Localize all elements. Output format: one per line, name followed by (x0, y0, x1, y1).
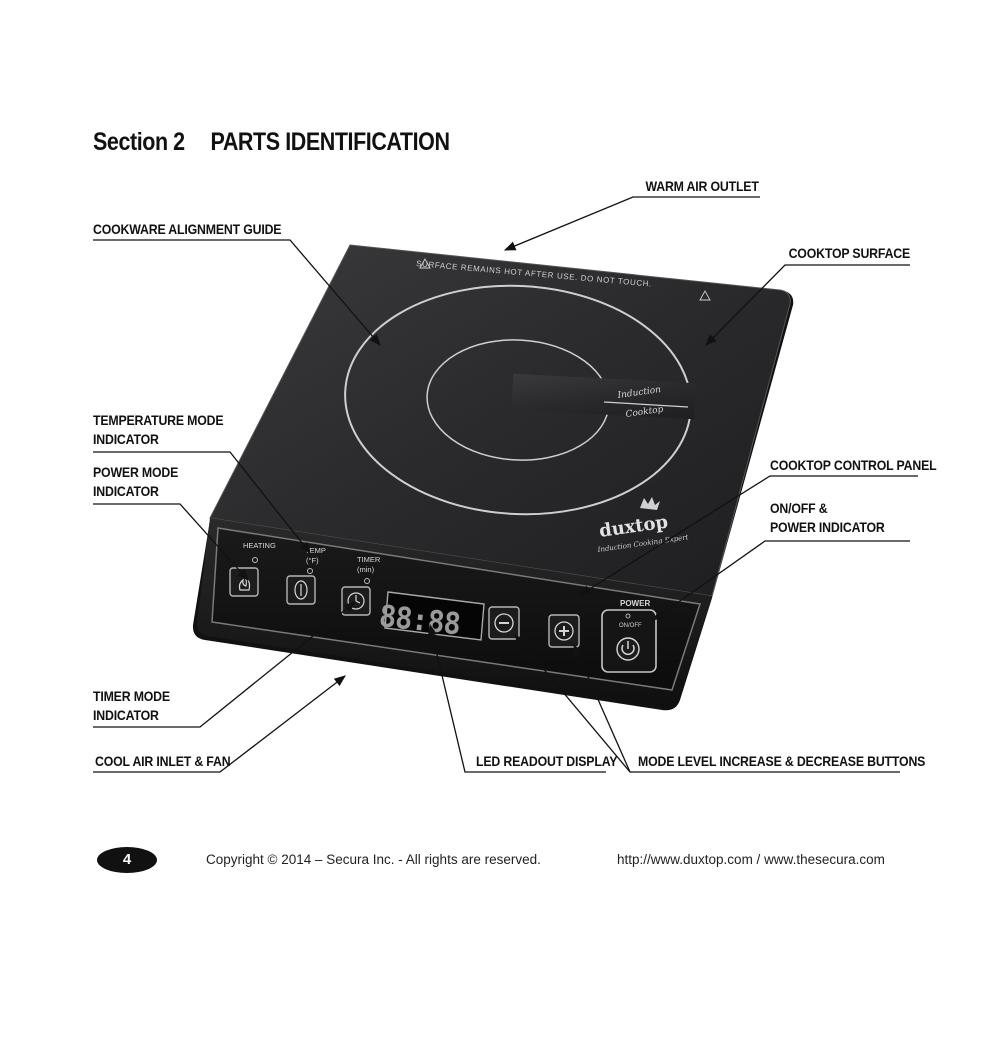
flame-icon (238, 575, 251, 591)
footer-urls: http://www.duxtop.com / www.thesecura.co… (617, 852, 885, 867)
section-title: Section 2 PARTS IDENTIFICATION (93, 128, 450, 157)
power-indicator-led (625, 613, 631, 619)
leader-cooktop-surface (705, 264, 910, 346)
warning-triangle-icon-left (419, 258, 431, 269)
label-mode-level-buttons: MODE LEVEL INCREASE & DECREASE BUTTONS (638, 753, 926, 769)
timer-mode-button[interactable] (341, 586, 371, 616)
plus-icon (554, 621, 574, 641)
warning-triangle-icon-right (699, 290, 711, 301)
label-temperature-mode-2: INDICATOR (93, 431, 159, 447)
section-heading: PARTS IDENTIFICATION (210, 128, 450, 156)
increase-button[interactable] (548, 614, 580, 648)
leader-increase-button (573, 643, 631, 773)
label-power-mode-1: POWER MODE (93, 464, 179, 480)
leader-led-display (427, 623, 606, 773)
minus-icon (494, 613, 514, 633)
led-digits: 88:88 (377, 598, 461, 641)
led-readout-display: 88:88 (377, 591, 485, 642)
label-cooktop-surface: COOKTOP SURFACE (788, 245, 911, 261)
label-cooktop-control-panel: COOKTOP CONTROL PANEL (770, 457, 937, 473)
power-button[interactable]: ON/OFF (601, 609, 657, 673)
footer-copyright: Copyright © 2014 – Secura Inc. - All rig… (206, 852, 541, 867)
page-number-badge: 4 (97, 847, 157, 873)
temp-indicator-led (307, 568, 313, 574)
temp-unit-label: (°F) (306, 556, 319, 565)
clock-icon (347, 592, 365, 610)
temp-label: TEMP (305, 546, 326, 555)
label-timer-mode-2: INDICATOR (93, 707, 159, 723)
label-timer-mode-1: TIMER MODE (93, 688, 170, 704)
heating-mode-button[interactable] (229, 567, 259, 597)
timer-indicator-led (364, 578, 370, 584)
label-warm-air-outlet: WARM AIR OUTLET (645, 178, 759, 194)
heating-indicator-led (252, 557, 258, 563)
leader-onoff-power (652, 540, 910, 621)
leader-warm-air-outlet (503, 196, 760, 251)
power-icon (621, 644, 635, 655)
timer-label: TIMER (357, 555, 381, 564)
onoff-label: ON/OFF (619, 623, 642, 629)
label-on-off-2: POWER INDICATOR (770, 519, 885, 535)
power-label: POWER (620, 599, 650, 608)
induction-divider-line (603, 401, 689, 408)
leader-control-panel (579, 475, 918, 596)
leader-power-mode (93, 503, 249, 581)
leader-lines (93, 196, 918, 773)
ring-gap-mask (511, 373, 697, 420)
label-on-off-1: ON/OFF & (770, 500, 828, 516)
leader-cookware-alignment (93, 239, 381, 346)
heating-label: HEATING (243, 541, 276, 550)
section-prefix: Section 2 (93, 128, 185, 156)
label-cookware-alignment-guide: COOKWARE ALIGNMENT GUIDE (93, 221, 282, 237)
leader-timer-mode (93, 601, 356, 728)
decrease-button[interactable] (488, 606, 520, 640)
label-temperature-mode-1: TEMPERATURE MODE (93, 412, 224, 428)
thermometer-icon (294, 580, 308, 600)
cooktop-device: Induction Cooktop SURFACE REMAINS HOT AF… (192, 244, 794, 711)
timer-unit-label: (min) (357, 565, 375, 574)
label-power-mode-2: INDICATOR (93, 483, 159, 499)
maple-leaf-icon (640, 497, 660, 510)
temp-mode-button[interactable] (286, 575, 316, 605)
leader-temp-mode (93, 451, 311, 554)
label-led-readout: LED READOUT DISPLAY (476, 753, 618, 769)
label-cool-air-inlet: COOL AIR INLET & FAN (95, 753, 231, 769)
leader-cool-air-inlet (93, 675, 346, 773)
